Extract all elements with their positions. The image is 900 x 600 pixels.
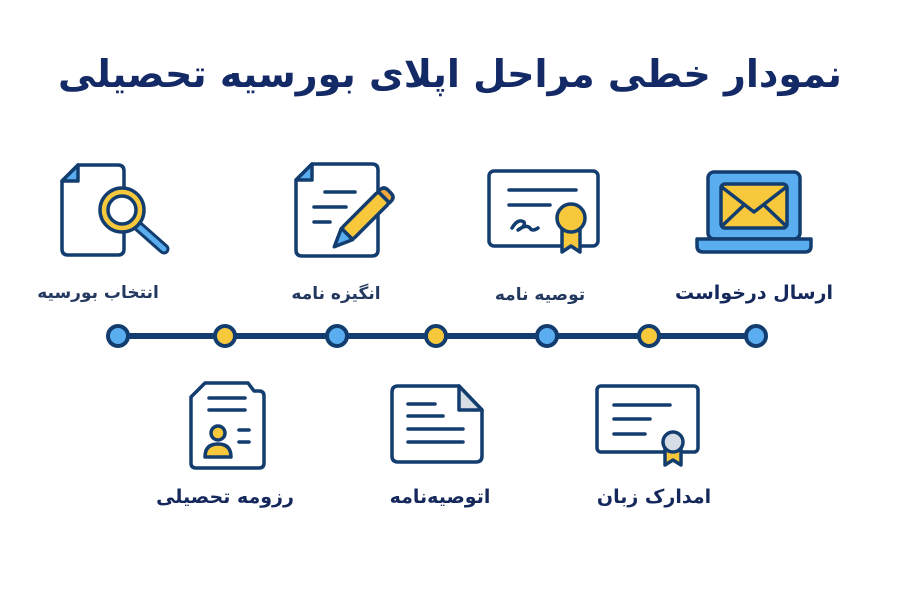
document-pencil-icon xyxy=(294,162,395,258)
timeline-node xyxy=(325,324,349,348)
step-label-academic-resume: رزومه تحصیلی xyxy=(156,486,294,508)
step-label-motivation-letter: انگیزه نامه xyxy=(291,284,381,304)
timeline-node xyxy=(637,324,661,348)
timeline-node xyxy=(106,324,130,348)
timeline-node xyxy=(213,324,237,348)
magnifier-document-icon xyxy=(60,163,170,257)
diagram-title: نمودار خطی مراحل اپلای بورسیه تحصیلی xyxy=(58,52,842,96)
step-label-submit-application: ارسال درخواست xyxy=(675,282,833,304)
step-label-language-documents: امدارک زبان xyxy=(596,486,712,508)
timeline-node xyxy=(535,324,559,348)
timeline-node xyxy=(424,324,448,348)
document-lines-icon xyxy=(390,384,484,464)
step-label-recommendation-letter: توصیه نامه xyxy=(494,285,586,305)
timeline xyxy=(106,324,768,348)
language-certificate-icon xyxy=(595,384,700,467)
step-label-recommendation: اتوصیه‌نامه xyxy=(389,486,491,508)
step-label-scholarship-selection: انتخاب بورسیه xyxy=(37,283,159,303)
timeline-node xyxy=(744,324,768,348)
certificate-medal-icon xyxy=(487,169,600,254)
laptop-envelope-icon xyxy=(695,170,813,254)
resume-profile-icon xyxy=(189,381,266,470)
